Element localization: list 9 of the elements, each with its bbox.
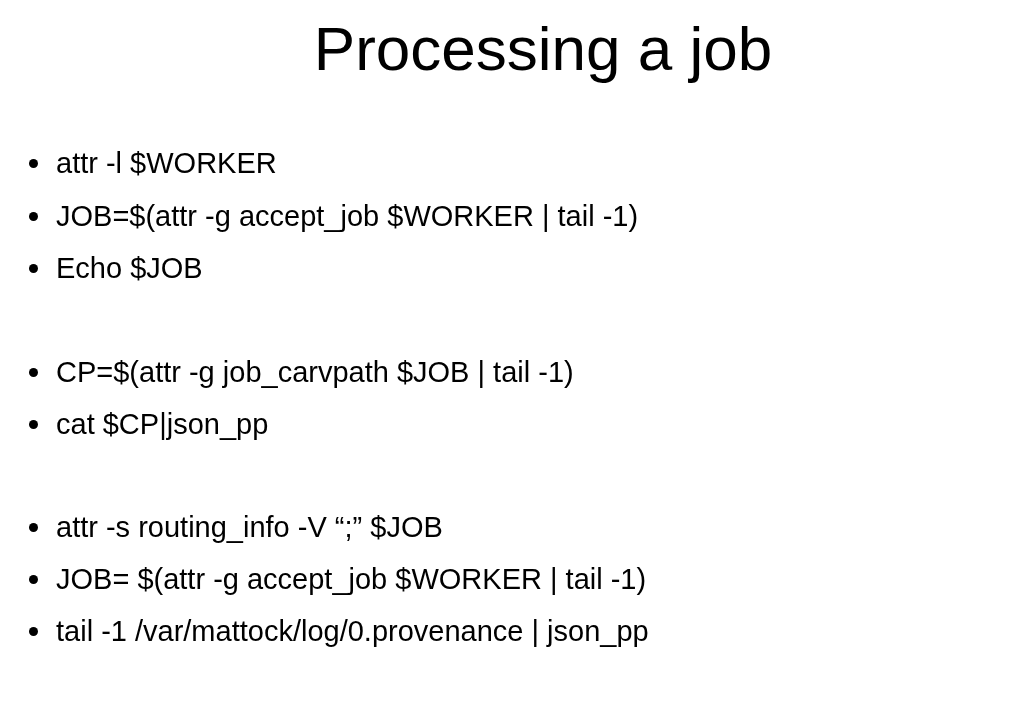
command-text: Echo $JOB bbox=[56, 251, 203, 286]
command-text: JOB=$(attr -g accept_job $WORKER | tail -1) bbox=[56, 199, 639, 234]
command-text: JOB= $(attr -g accept_job $WORKER | tail -1) bbox=[56, 562, 647, 597]
command-text: attr -l $WORKER bbox=[56, 146, 277, 181]
command-text: CP=$(attr -g job_carvpath $JOB | tail -1) bbox=[56, 355, 574, 390]
slide-title: Processing a job bbox=[312, 13, 774, 85]
command-text: tail -1 /var/mattock/log/0.provenance | json_pp bbox=[56, 614, 649, 649]
command-text: attr -s routing_info -V “;” $JOB bbox=[56, 510, 443, 545]
command-text: cat $CP|json_pp bbox=[56, 407, 269, 442]
